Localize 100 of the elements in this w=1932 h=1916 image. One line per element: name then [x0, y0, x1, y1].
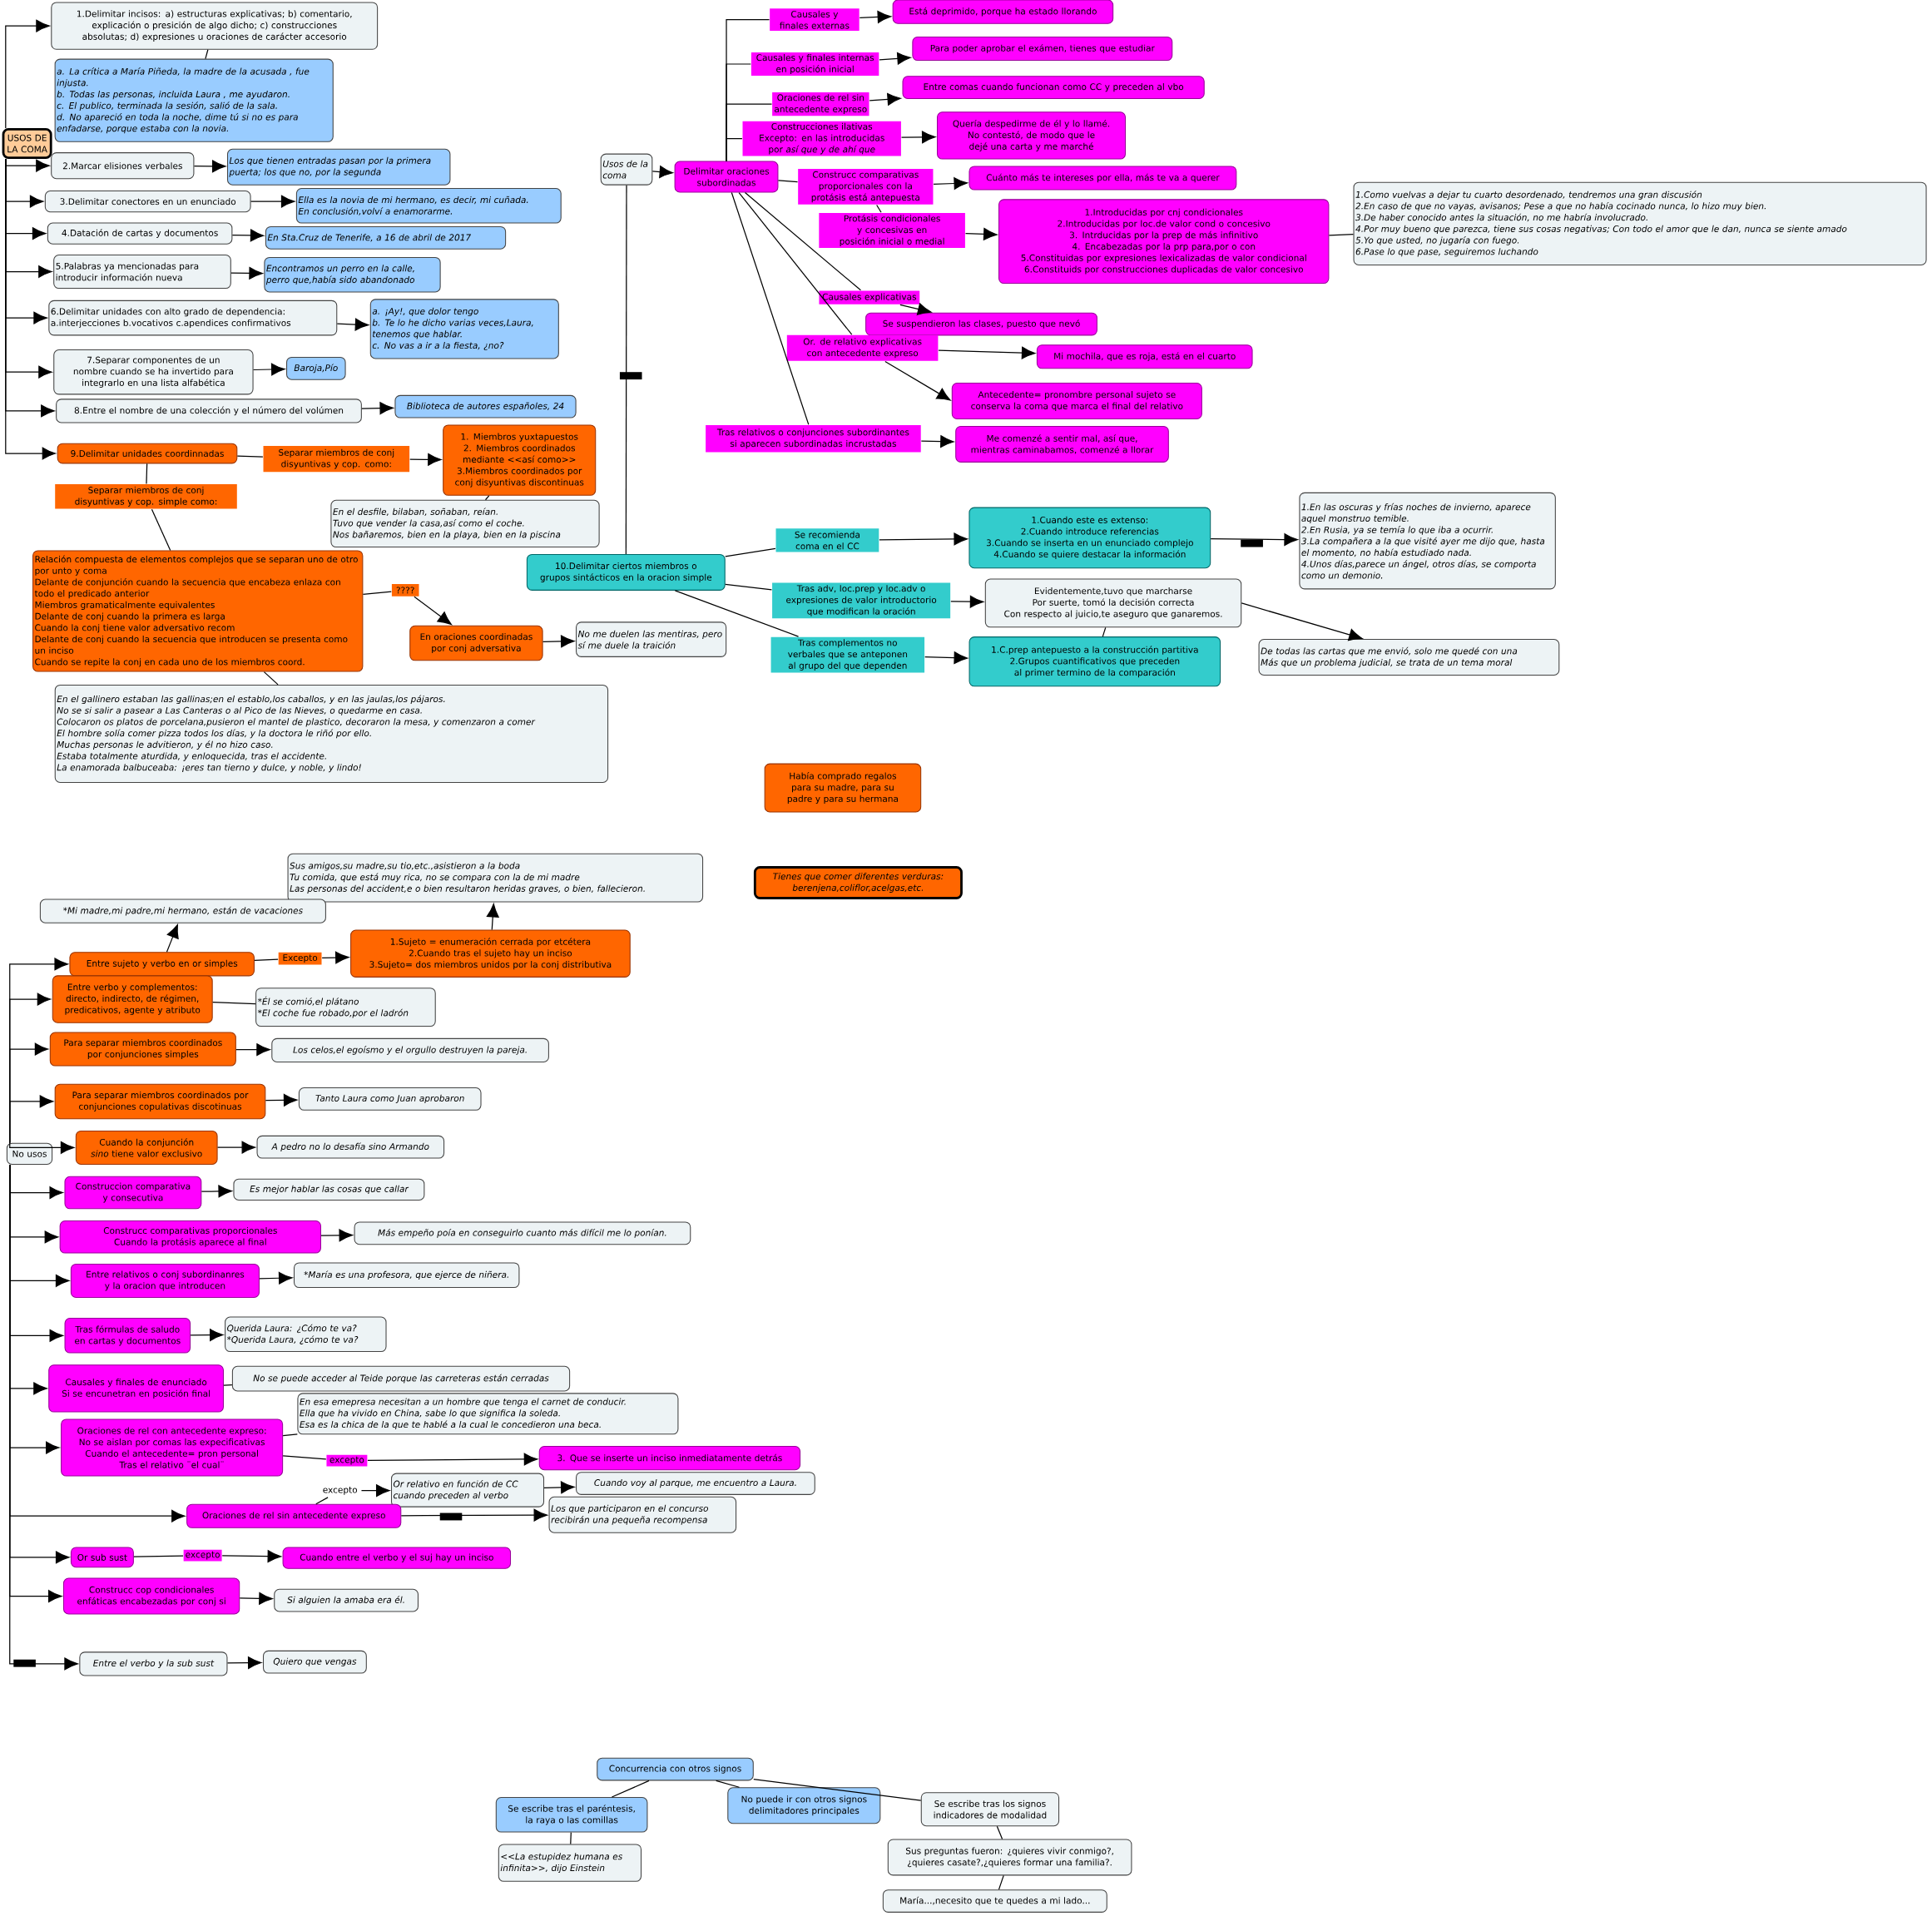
connector — [625, 185, 627, 555]
example-box: Querida Laura: ¿Cómo te va? *Querida Laura, ¿cómo te va? — [225, 1316, 387, 1353]
connector — [166, 924, 179, 953]
connector — [223, 1384, 233, 1386]
example-box: Usos de la coma — [600, 153, 653, 186]
connector — [1102, 626, 1107, 637]
connector — [259, 1271, 293, 1285]
example-box: Encontramos un perro en la calle, perro que,había sido abandonado — [264, 256, 441, 293]
connector — [282, 1455, 327, 1460]
concept-box: Delimitar oraciones subordinadas — [674, 161, 779, 193]
example-box: Entre el verbo y la sub sust — [79, 1651, 228, 1676]
linking-phrase: Se recomienda coma en el CC — [775, 528, 879, 552]
concept-box: No usos — [6, 1142, 53, 1165]
linking-phrase: ???? — [391, 583, 419, 597]
concept-box: Oraciones de rel sin antecedente expreso — [186, 1503, 402, 1528]
connector — [5, 19, 50, 129]
concept-box: Cuánto más te intereses por ella, más te va a querer — [968, 166, 1237, 191]
example-box: *María es una profesora, que ejerce de niñera. — [294, 1262, 520, 1289]
concept-box: 1.Sujeto = enumeración cerrada por etcétera 2.Cuando tras el sujeto hay un inciso 3.Sujeto= dos miembros unidos por la conj distributiva — [350, 929, 631, 978]
example-box: a. ¡Ay!, que dolor tengo b. Te lo he dicho varias veces,Laura, tenemos que hablar. c. No vas a ir a la fiesta, ¿no? — [369, 299, 559, 359]
connector — [193, 160, 226, 173]
connector — [744, 191, 862, 291]
concept-box: Antecedente= pronombre personal sujeto se conserva la coma que marca el final del relativo — [951, 383, 1202, 419]
example-box: Ella es la novia de mi hermano, es decir, mi cuñada. En conclusión,volví a enamorarme. — [295, 188, 562, 224]
example-box: No se puede acceder al Teide porque las carreteras están cerradas — [231, 1365, 571, 1392]
example-box: Or relativo en función de CC cuando preceden al verbo — [391, 1473, 545, 1508]
connector — [938, 346, 1036, 359]
connector — [738, 191, 853, 335]
connector — [731, 191, 810, 425]
connector — [231, 229, 265, 242]
concept-box: Concurrencia con otros signos — [597, 1757, 754, 1781]
connector — [151, 508, 171, 552]
example-box: En esa emepresa necesitan a un hombre que tenga el carnet de conducir. Ella que ha vivido en China, sabe lo que significa la soleda. Esa es la chica de la que te hablé a la cual le concedieron una beca. — [297, 1393, 679, 1435]
connector — [879, 52, 911, 65]
example-box: Es mejor hablar las cosas que callar — [233, 1178, 425, 1201]
linking-phrase: Construcc comparativas proporcionales con la protásis está antepuesta — [798, 168, 934, 205]
concept-box: 7.Separar componentes de un nombre cuando se ha invertido para integrarlo en una lista alfabética — [53, 349, 254, 395]
concept-box: Causales y finales de enunciado Si se encunetran en posición final — [48, 1364, 224, 1413]
concept-box: 4.Datación de cartas y documentos — [47, 222, 233, 245]
linking-phrase: Tras adv, loc.prep y loc.adv o expresiones de valor introductorio que modifican la oración — [772, 582, 951, 619]
concept-box: 3. Que se inserte un inciso inmediatamente detrás — [538, 1446, 801, 1471]
concept-box: 1.Cuando este es extenso: 2.Cuando introduce referencias 3.Cuando se inserta en un enunciado complejo 4.Cuando se quiere destacar la información — [968, 507, 1211, 569]
connector — [315, 1497, 329, 1505]
linking-phrase: Oraciones de rel sin antecedente expreso — [772, 92, 869, 116]
connector — [899, 303, 932, 315]
concept-box: 1.Delimitar incisos: a) estructuras explicativas; b) comentario, explicación o presición de algo dicho; c) construcciones absolutas; d) expresiones u oraciones de carácter accesorio — [51, 2, 379, 50]
connector — [611, 1780, 650, 1798]
connector — [1241, 602, 1363, 641]
concept-box: Sus preguntas fueron: ¿quieres vivir conmigo?, ¿quieres casate?,¿quieres formar una familia?. — [887, 1839, 1132, 1876]
connector — [362, 591, 392, 596]
connector — [9, 1095, 54, 1144]
concept-box: Cuando la conjunción sino tiene valor exclusivo — [75, 1130, 218, 1165]
concept-box: Tras fórmulas de saludo en cartas y documentos — [64, 1318, 191, 1354]
connector — [674, 590, 800, 637]
connector — [1210, 533, 1298, 546]
connector — [900, 131, 936, 144]
connector — [254, 958, 279, 961]
concept-box: Construcc cop condicionales enfáticas encabezadas por conj si — [62, 1577, 240, 1615]
example-box: *Mi madre,mi padre,mi hermano, están de vacaciones — [39, 899, 326, 923]
concept-box: Para poder aprobar el exámen, tienes que estudiar — [912, 36, 1173, 62]
example-box: Sus amigos,su madre,su tio,etc.,asistieron a la boda Tu comida, que está muy rica, no se compara con la de mi madre Las personas del accident,e o bien resultaron heridas graves, o bien, fallecieron. — [287, 853, 704, 903]
example-box: Tienes que comer diferentes verduras: berenjena,coliflor,acelgas,etc. — [753, 866, 963, 899]
example-box: Baroja,Pío — [286, 356, 346, 380]
linking-phrase: Excepto — [278, 952, 322, 965]
concept-box: Para separar miembros coordinados por conjunciones copulativas discotinuas — [54, 1083, 266, 1120]
example-box: Quiero que vengas — [263, 1650, 367, 1674]
linking-phrase: Or. de relativo explicativas con antecedente expreso — [786, 334, 939, 361]
concept-box: Se escribe tras el paréntesis, la raya o las comillas — [495, 1797, 648, 1833]
connector — [753, 1778, 922, 1801]
example-box: En Sta.Cruz de Tenerife, a 16 de abril de 2017 — [265, 225, 507, 250]
example-box: En el desfile, bilaban, soñaban, reían. Tuvo que vender la casa,así como el coche. Nos bañaremos, bien en la playa, bien en la piscina — [330, 499, 600, 548]
concept-box: Mi mochila, que es roja, está en el cuarto — [1036, 344, 1253, 369]
connector — [5, 158, 50, 172]
concept-box: Cuando entre el verbo y el suj hay un inciso — [282, 1547, 512, 1569]
concept-box: Entre comas cuando funcionan como CC y preceden al vbo — [902, 76, 1205, 99]
concept-box: Me comenzé a sentir mal, así que, mientras caminabamos, comenzé a llorar — [955, 425, 1169, 463]
concept-box: Oraciones de rel con antecedente expreso: No se aislan por comas las expecificativas Cuando el antecedente= pron personal Tras el relativo ¨el cual¨ — [61, 1418, 284, 1477]
connector — [360, 1484, 390, 1498]
concept-box: 3.Delimitar conectores en un enunciado — [44, 191, 251, 213]
connector — [133, 1555, 184, 1557]
concept-box: 8.Entre el nombre de una colección y el número del volúmen — [56, 399, 362, 423]
connector — [542, 635, 575, 648]
root-concept-box: USOS DE LA COMA — [2, 128, 52, 159]
concept-box: 6.Delimitar unidades con alto grado de dependencia: a.interjecciones b.vocativos c.apendices confirmativos — [48, 300, 338, 336]
connector — [336, 318, 369, 331]
example-box: Si alguien la amaba era él. — [274, 1588, 419, 1612]
connector — [252, 363, 285, 376]
connector — [321, 951, 349, 964]
concept-box: 1.C.prep antepuesto a la construcción partitiva 2.Grupos cuantificativos que preceden al primer termino de la comparación — [968, 636, 1221, 687]
connector — [486, 904, 499, 931]
connector — [201, 1185, 232, 1198]
connector — [9, 1141, 75, 1154]
example-box: Más empeño poía en conseguirlo cuanto más difícil me lo ponían. — [354, 1221, 691, 1245]
linking-phrase: excepto — [183, 1549, 222, 1562]
connector — [361, 402, 394, 415]
linking-phrase: Separar miembros de conj disyuntivas y cop. como: — [263, 446, 410, 473]
connector — [190, 1329, 224, 1342]
connector — [726, 138, 743, 162]
example-box: Cuando voy al parque, me encuentro a Laura. — [576, 1472, 815, 1495]
connector — [998, 1874, 1004, 1890]
